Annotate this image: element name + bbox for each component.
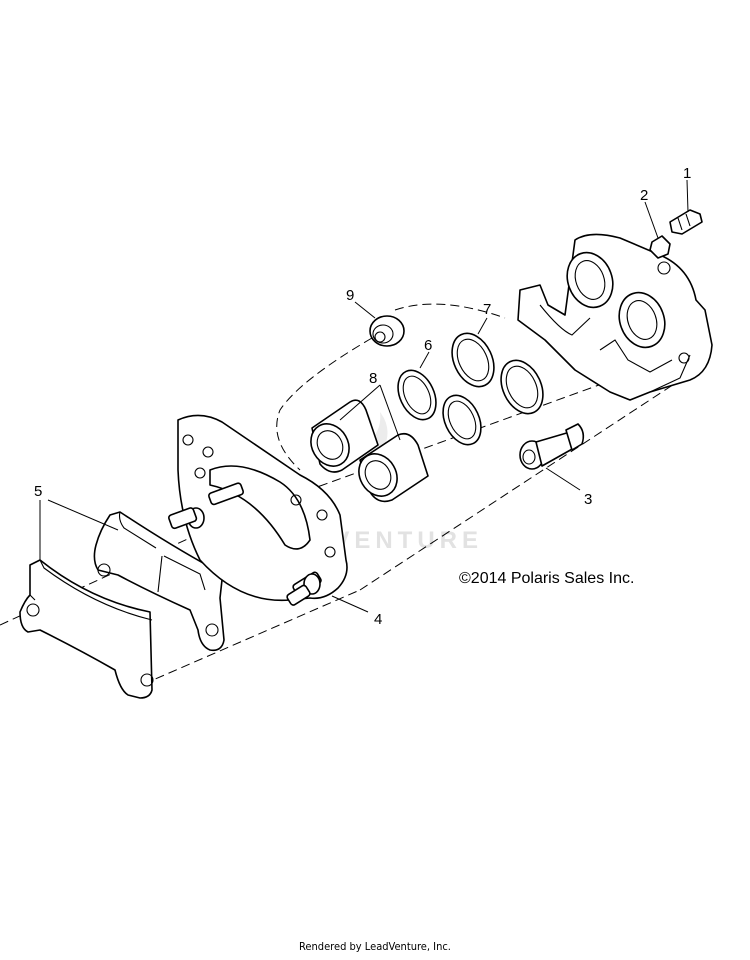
caliper-bracket bbox=[168, 414, 348, 606]
footer-credit: Rendered by LeadVenture, Inc. bbox=[299, 940, 451, 953]
callout-7: 7 bbox=[483, 301, 491, 318]
bleeder-cap bbox=[649, 235, 671, 259]
callout-5: 5 bbox=[34, 483, 42, 500]
caliper-pin-bolt bbox=[519, 423, 585, 470]
callout-9: 9 bbox=[346, 287, 354, 304]
pin-boot bbox=[369, 315, 405, 347]
caliper-pistons bbox=[310, 399, 429, 503]
bleeder-screw bbox=[669, 209, 703, 235]
callout-numbers: 1 2 3 4 5 6 7 8 9 bbox=[34, 165, 691, 628]
caliper-body bbox=[517, 233, 713, 401]
callout-8: 8 bbox=[369, 370, 377, 387]
dust-seals bbox=[451, 332, 544, 415]
callout-6: 6 bbox=[424, 337, 432, 354]
piston-seals bbox=[397, 369, 482, 446]
brake-pads bbox=[19, 511, 225, 699]
callout-3: 3 bbox=[584, 491, 592, 508]
callout-4: 4 bbox=[374, 611, 382, 628]
leader-lines bbox=[39, 179, 689, 613]
callout-1: 1 bbox=[683, 165, 691, 182]
callout-2: 2 bbox=[640, 187, 648, 204]
copyright-notice: ©2014 Polaris Sales Inc. bbox=[459, 570, 634, 587]
